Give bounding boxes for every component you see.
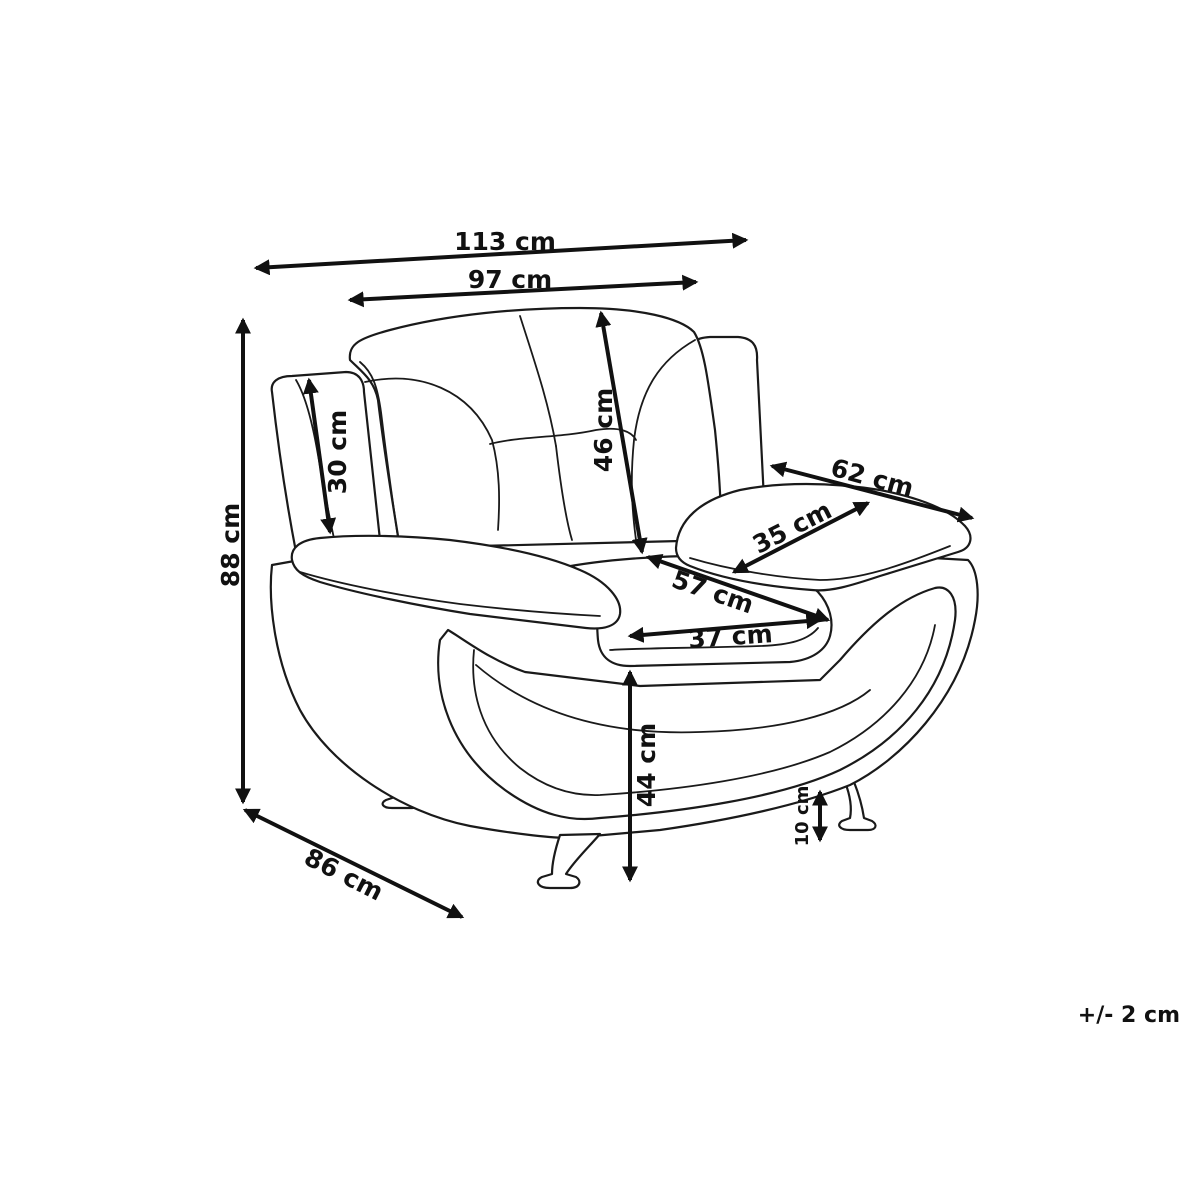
label-overall-height: 88 cm (216, 503, 245, 587)
front-panel (437, 586, 957, 821)
label-leg-height: 10 cm (792, 786, 813, 847)
armchair-drawing (269, 306, 979, 890)
label-armrest-height: 30 cm (323, 410, 352, 494)
label-seat-height: 44 cm (632, 723, 661, 807)
label-backrest-height: 46 cm (589, 388, 618, 472)
arrow-armrest-height (302, 377, 337, 535)
back-right-leg (838, 780, 877, 832)
label-overall-depth: 86 cm (300, 842, 388, 906)
arrow-overall-width (253, 232, 749, 276)
label-overall-width: 113 cm (454, 227, 556, 256)
arrow-overall-depth (242, 808, 465, 919)
front-left-leg (536, 832, 602, 890)
arrow-seat-width (627, 613, 823, 643)
label-backrest-width: 97 cm (468, 265, 552, 294)
tolerance-note: +/- 2 cm (1077, 1003, 1180, 1028)
label-seat-width: 37 cm (687, 619, 773, 654)
arrow-backrest-width (347, 274, 699, 308)
left-armrest-pad (290, 534, 622, 630)
backrest-cushion (348, 306, 722, 550)
arrow-seat-depth (645, 553, 831, 624)
arrow-armrest-length (769, 461, 975, 523)
dimension-arrows (235, 232, 975, 919)
arrow-backrest-height (595, 310, 648, 555)
